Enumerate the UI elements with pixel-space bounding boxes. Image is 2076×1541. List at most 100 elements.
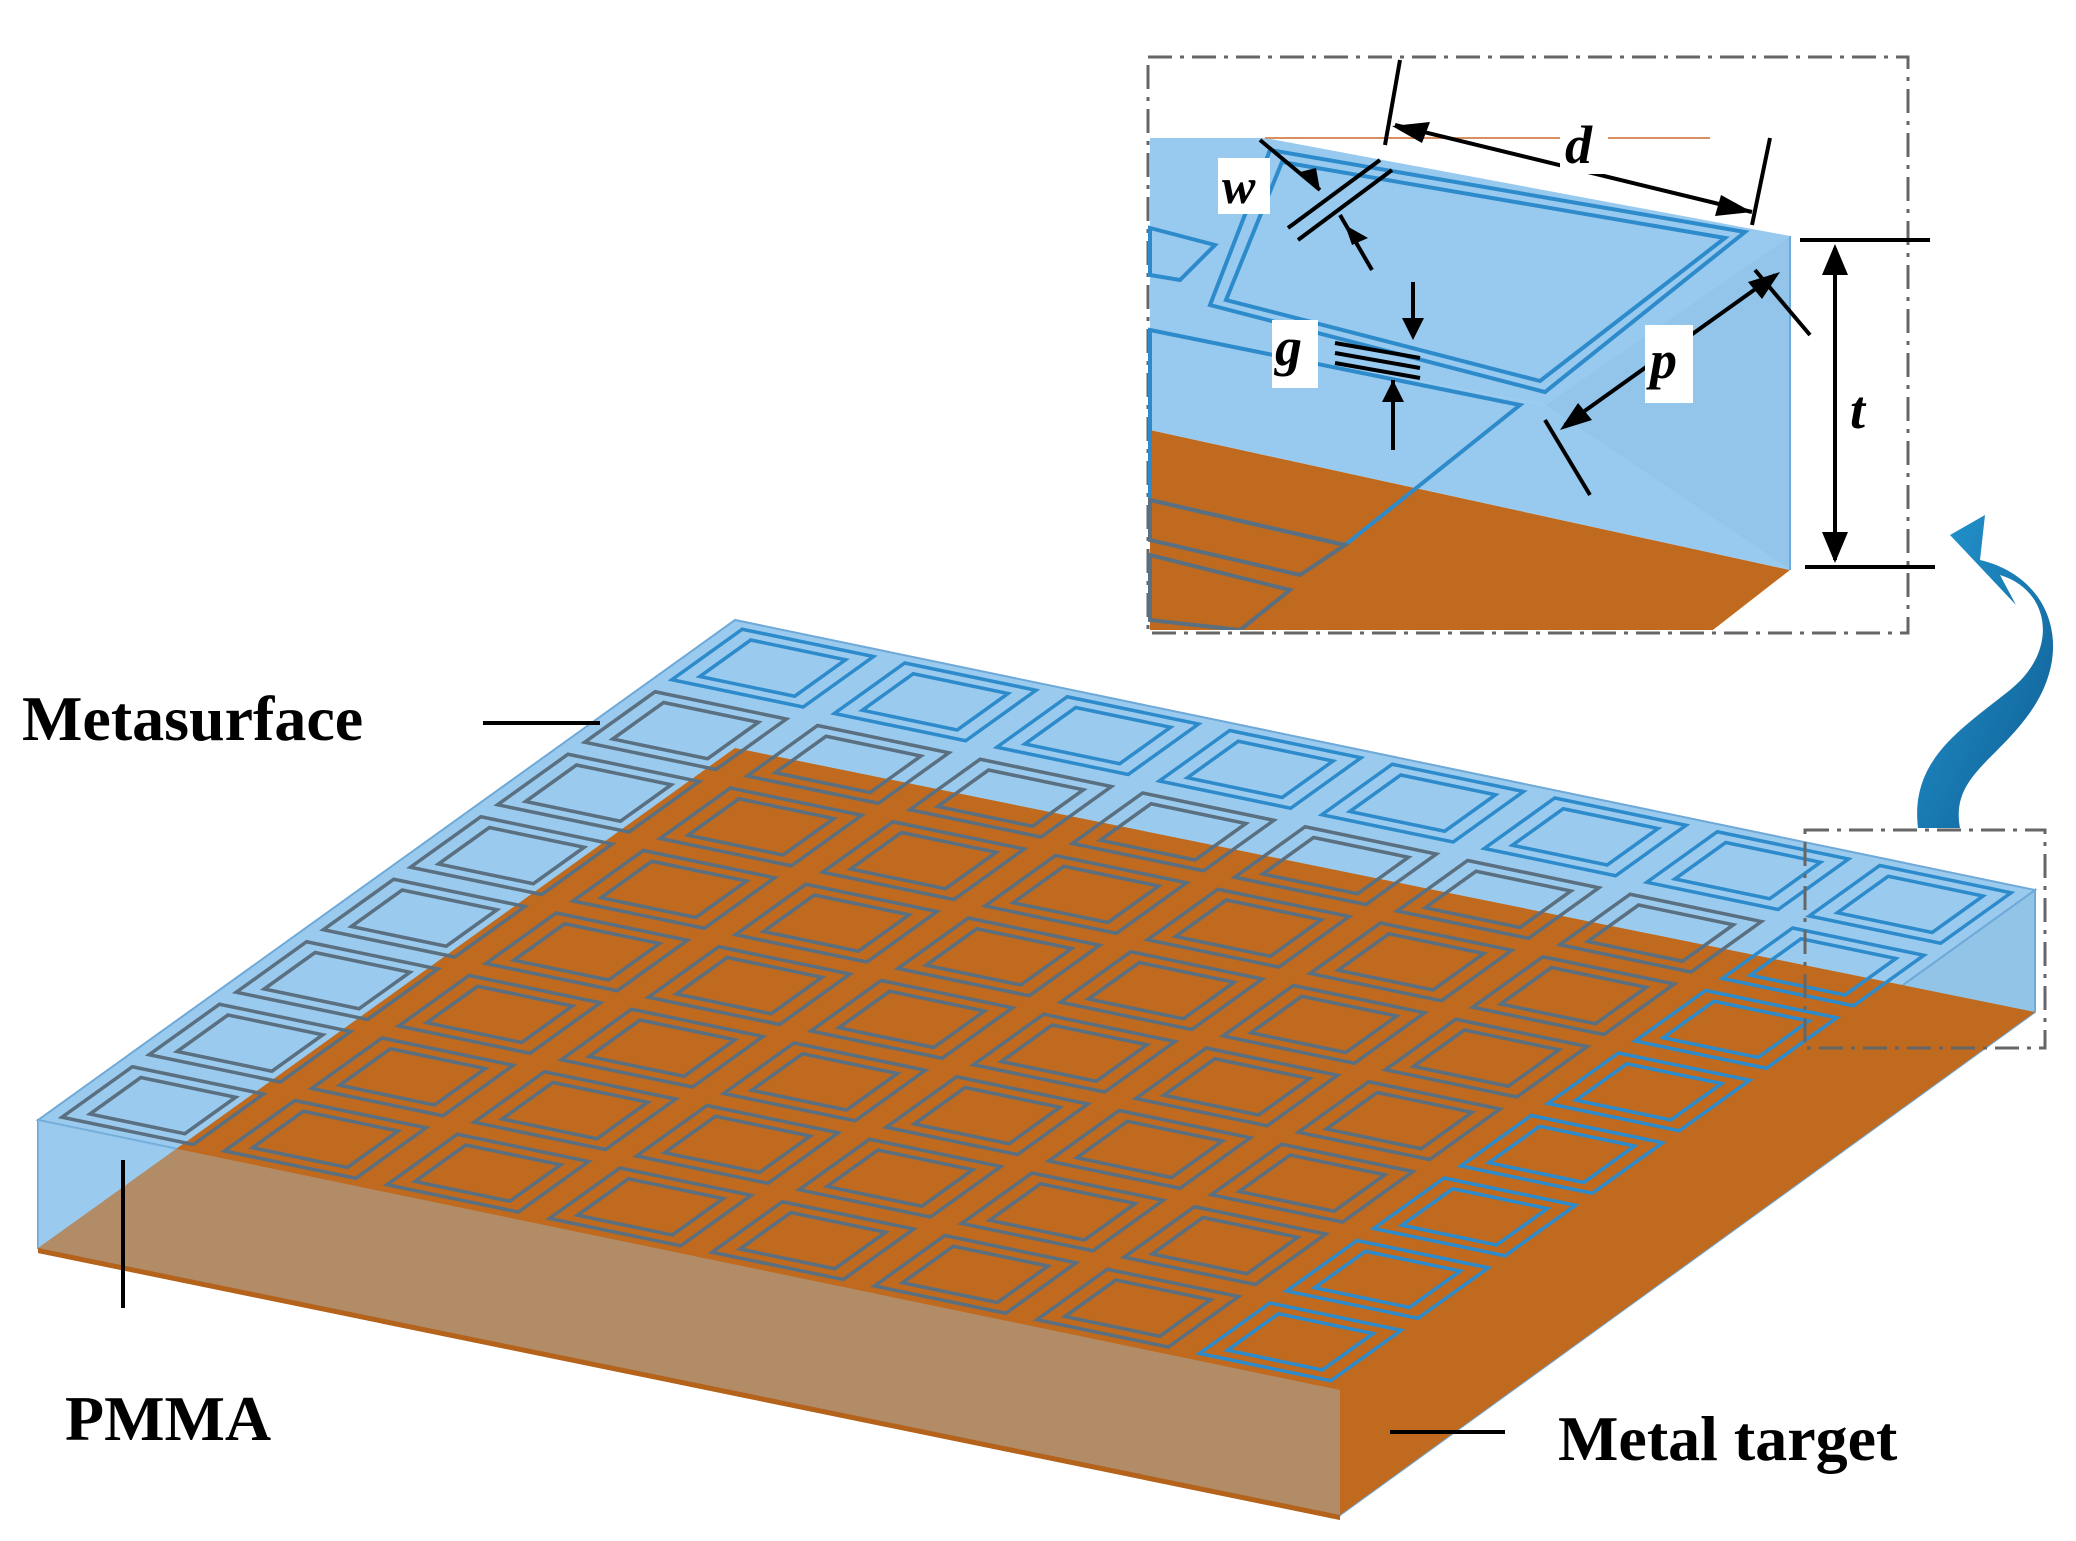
metasurface-cell [406, 814, 617, 897]
metasurface-cell-inner [509, 921, 664, 982]
metasurface-cell-inner [584, 1018, 740, 1079]
metasurface-cell-inner [921, 926, 1076, 987]
metasurface-cell [794, 1137, 1006, 1219]
metasurface-cell-inner [1409, 1028, 1564, 1089]
inset-ring-bottom [1148, 552, 1295, 630]
metasurface-cell [830, 661, 1041, 743]
metasurface-cell-inner [422, 984, 577, 1045]
metasurface-cell-inner [1159, 1056, 1314, 1117]
main-slab [35, 618, 2038, 1520]
metasurface-cell [1543, 1051, 1754, 1133]
metasurface-cell-inner [985, 1181, 1140, 1242]
metasurface-cell [644, 944, 855, 1027]
metasurface-cells [57, 627, 2016, 1383]
metasurface-cell [1195, 1301, 1406, 1383]
metasurface-cell [957, 1171, 1168, 1253]
metasurface-cell [394, 973, 605, 1056]
metasurface-cell [1282, 1238, 1493, 1321]
callouts [121, 721, 1505, 1434]
metasurface-cell-inner [1020, 705, 1175, 766]
metasurface-cell [667, 627, 878, 709]
metasurface-cell [1294, 1079, 1505, 1162]
zoom-arrow [1917, 515, 2054, 828]
metasurface-cell [893, 916, 1104, 998]
metasurface-cell [1044, 1108, 1255, 1191]
pmma-front-overlay [38, 1120, 1340, 1515]
metasurface-cell [568, 848, 779, 931]
metasurface-cell-inner [1223, 1311, 1378, 1372]
metasurface-cell-inner [1345, 773, 1500, 834]
metasurface-cell [580, 689, 791, 772]
metasurface-cell [1143, 887, 1354, 969]
metasurface-cell-inner [1246, 994, 1401, 1055]
metasurface-cell-inner [85, 1075, 240, 1136]
label-metasurface: Metasurface [22, 683, 363, 754]
metasurface-cell [319, 877, 530, 959]
inset-ring-lower-metal [1148, 497, 1350, 578]
dim-label-w: w [1222, 158, 1256, 214]
dim-label-t: t [1850, 380, 1867, 440]
metasurface-cell-inner [683, 796, 839, 857]
metasurface-cell-inner [997, 1023, 1152, 1084]
metasurface-cell [1067, 791, 1279, 873]
metasurface-cell-inner [822, 1148, 978, 1209]
metasurface-cell-inner [735, 1210, 890, 1271]
metasurface-cell [980, 853, 1192, 936]
metasurface-cell [742, 723, 954, 806]
metasurface-cell [220, 1098, 431, 1181]
metasurface-cell [870, 1233, 1081, 1316]
metasurface-cell [1369, 1176, 1580, 1258]
metasurface-cell [1032, 1267, 1243, 1349]
metasurface-cell-inner [1072, 1119, 1227, 1180]
metasurface-cell-inner [1183, 739, 1338, 800]
metasurface-cell-inner [1484, 1124, 1639, 1185]
metasurface-cell [382, 1132, 593, 1214]
metasurface-cell-inner [1234, 1153, 1390, 1214]
metasurface-cell-inner [1658, 999, 1814, 1060]
metasurface-cell-inner [1508, 806, 1663, 867]
metasurface-cell-inner [1084, 960, 1239, 1021]
metasurface-cell-inner [1833, 874, 1988, 935]
metasurface-cell [1480, 796, 1691, 878]
label-bg-p [1645, 325, 1693, 403]
metasurface-cell-inner [521, 763, 676, 824]
metasurface-cell-inner [1571, 1061, 1726, 1122]
metasurface-cell [1230, 824, 1441, 907]
metasurface-cell-inner [933, 768, 1088, 829]
metasurface-cell-inner [695, 638, 850, 699]
metasurface-cell [992, 694, 1203, 777]
metasurface-cell [556, 1007, 768, 1089]
metasurface-cell [1131, 1046, 1342, 1128]
metasurface-cell [881, 1074, 1093, 1157]
metasurface-cell-inner [660, 1114, 815, 1175]
metasurface-cell [1381, 1017, 1592, 1099]
metasurface-cell [1456, 1113, 1667, 1196]
metasurface-cell-inner [596, 859, 751, 920]
metasurface-cell [707, 1199, 918, 1282]
metasurface-cell [1317, 762, 1528, 844]
metasurface-cell-inner [434, 825, 589, 886]
metasurface-cell [719, 1041, 930, 1123]
metasurface-cell-inner [608, 700, 763, 761]
metasurface-cell-inner [846, 830, 1001, 891]
inset-ring-main [1207, 147, 1750, 395]
metasurface-cell-inner [347, 888, 502, 949]
metasurface-cell-inner [248, 1109, 403, 1170]
metasurface-cell-inner [1322, 1090, 1477, 1151]
metasurface-cell [1218, 983, 1429, 1066]
metasurface-cell-inner [747, 1051, 902, 1112]
metasurface-cell-inner [1397, 1186, 1552, 1247]
metasurface-cell [231, 939, 443, 1022]
metasurface-cell [1717, 926, 1929, 1008]
metasurface-cell [1206, 1142, 1418, 1224]
dim-label-d: d [1565, 115, 1593, 175]
metasurface-cell-inner [759, 893, 914, 954]
metasurface-cell-inner [858, 671, 1013, 732]
metasurface-cell-inner [573, 1176, 728, 1237]
metasurface-cell-inner [497, 1080, 653, 1141]
metasurface-cell [806, 978, 1017, 1061]
metasurface-cell-inner [898, 1244, 1053, 1305]
detail-inset: w d g p t [1146, 55, 1935, 635]
metasurface-cell-inner [410, 1143, 565, 1204]
